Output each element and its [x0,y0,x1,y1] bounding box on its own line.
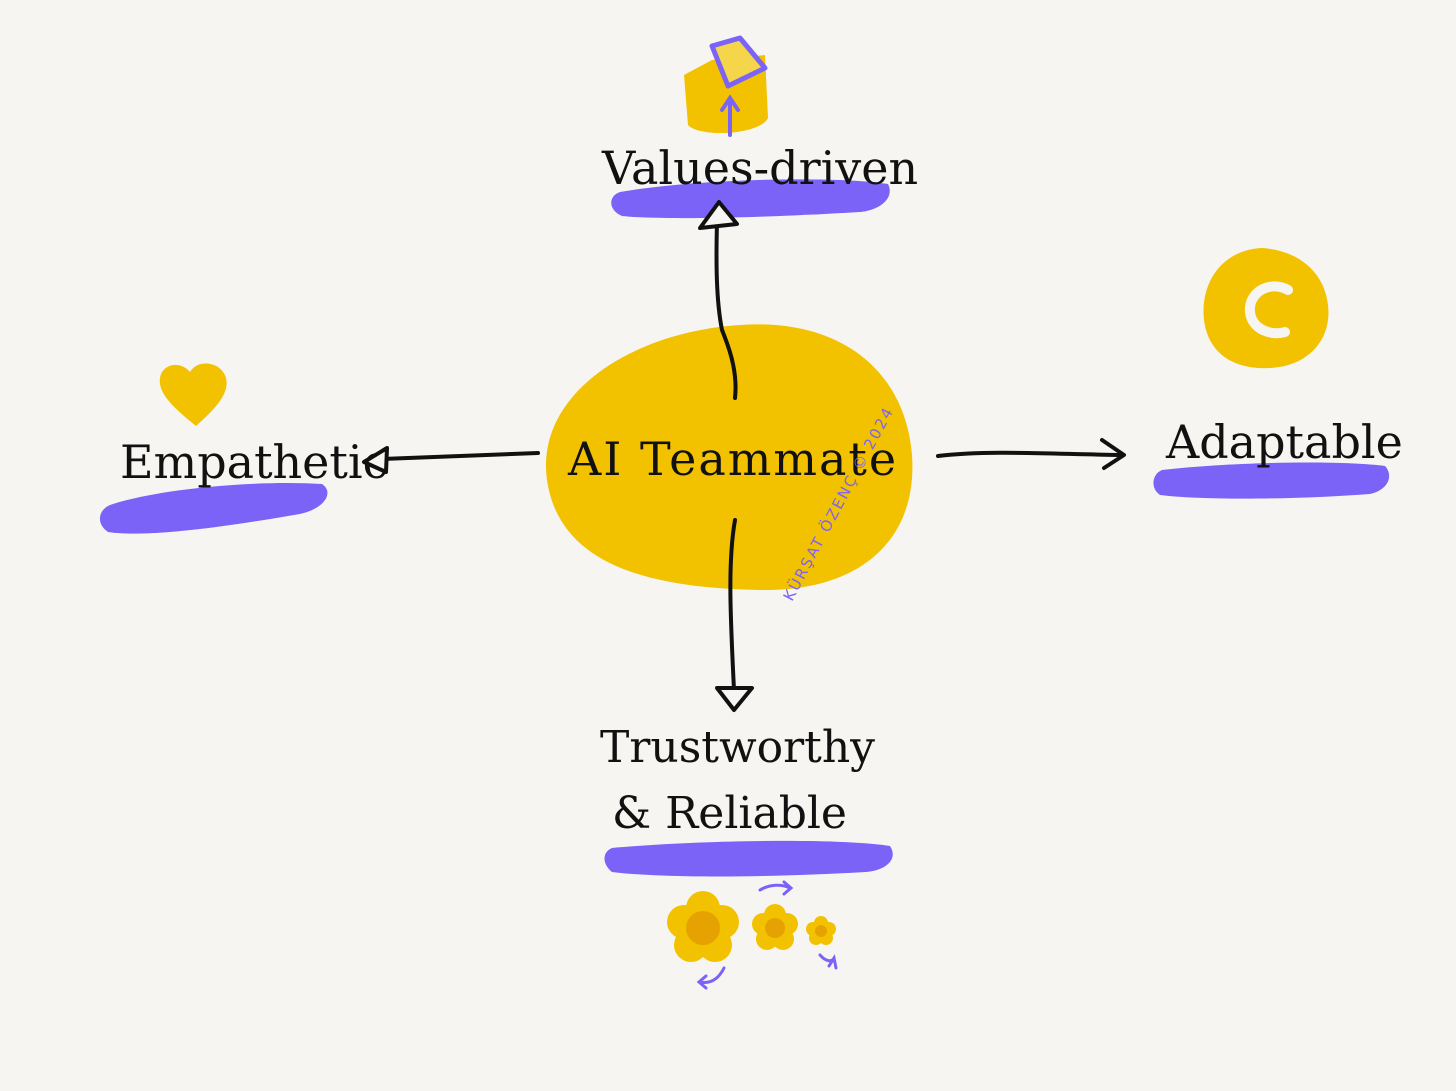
right-highlight-bar [1153,462,1390,499]
left-highlight-bar [99,482,328,534]
arrow-to-right [936,438,1126,470]
top-highlight-bar [611,179,890,219]
bottom-label-line2: & Reliable [612,788,847,839]
center-blob [545,324,913,591]
bottom-label-line1: Trustworthy [600,722,875,773]
flowers-cycle-icon [667,880,838,990]
center-label: AI Teammate [567,432,898,486]
cube-up-arrow-icon [684,35,768,137]
heart-icon [159,363,227,426]
arrow-to-top [698,200,739,400]
left-label: Empathetic [120,435,388,489]
arrow-to-bottom [715,518,754,712]
bottom-highlight-bar [604,840,893,877]
top-label: Values-driven [601,141,918,195]
right-label: Adaptable [1165,415,1403,469]
swirl-icon [1203,248,1329,369]
arrow-to-left [362,446,540,474]
